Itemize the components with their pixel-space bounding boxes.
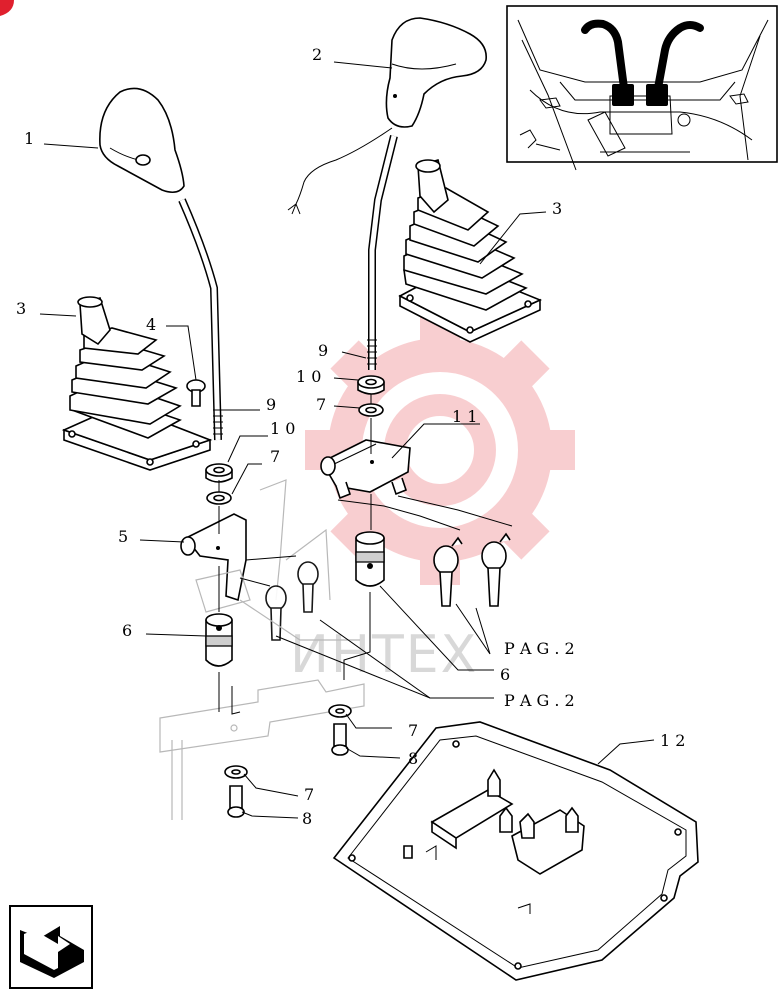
floor-plate-12 [332, 721, 699, 981]
callout-7-right: 7 [316, 395, 326, 414]
bolt-washer-middle [328, 704, 352, 756]
callout-8-middle: 8 [408, 749, 418, 768]
page-ref-2[interactable]: P A G . 2 [504, 691, 575, 710]
return-arrow-icon[interactable] [9, 905, 93, 989]
u-joint-left [205, 613, 233, 667]
callout-10-right: 1 0 [296, 367, 321, 386]
nut-washer-left [205, 463, 233, 505]
gaiter-boot-left [61, 296, 213, 471]
gaiter-boot-right [398, 158, 543, 343]
corner-marker-icon [0, 0, 14, 16]
callout-12: 1 2 [660, 731, 685, 750]
callout-7-left: 7 [270, 447, 280, 466]
leader-lines [39, 61, 655, 819]
callout-6-right: 6 [500, 665, 510, 684]
callout-9-left: 9 [266, 395, 276, 414]
callout-9-right: 9 [318, 341, 328, 360]
callout-1: 1 [24, 129, 34, 148]
screw-4 [186, 379, 206, 407]
callout-3-left: 3 [16, 299, 26, 318]
callout-7-lower: 7 [304, 785, 314, 804]
bolt-washer-lower [224, 765, 248, 818]
callout-11: 1 1 [452, 407, 477, 426]
callout-7-middle: 7 [408, 721, 418, 740]
callout-2: 2 [312, 45, 322, 64]
assembly-lines [218, 394, 513, 712]
lever-11 [320, 439, 411, 500]
u-joint-right [355, 531, 385, 587]
watermark-text: ИНТЕХ [290, 625, 478, 685]
joystick-handle-right [287, 17, 487, 370]
callout-5: 5 [118, 527, 128, 546]
callout-8-lower: 8 [302, 809, 312, 828]
page-ref-1[interactable]: P A G . 2 [504, 639, 575, 658]
callout-4: 4 [146, 315, 156, 334]
ball-joint-rods [265, 532, 511, 641]
inset-cab-view [506, 5, 778, 171]
callout-10-left: 1 0 [270, 419, 295, 438]
mounting-bracket [159, 569, 365, 820]
joystick-handle-left [99, 87, 223, 441]
callout-3-right: 3 [552, 199, 562, 218]
nut-washer-right [357, 375, 385, 417]
callout-6-left: 6 [122, 621, 132, 640]
lever-5 [180, 479, 331, 602]
callouts: 1 2 3 3 4 9 1 0 7 1 1 9 1 0 7 5 6 6 7 8 … [16, 45, 685, 828]
